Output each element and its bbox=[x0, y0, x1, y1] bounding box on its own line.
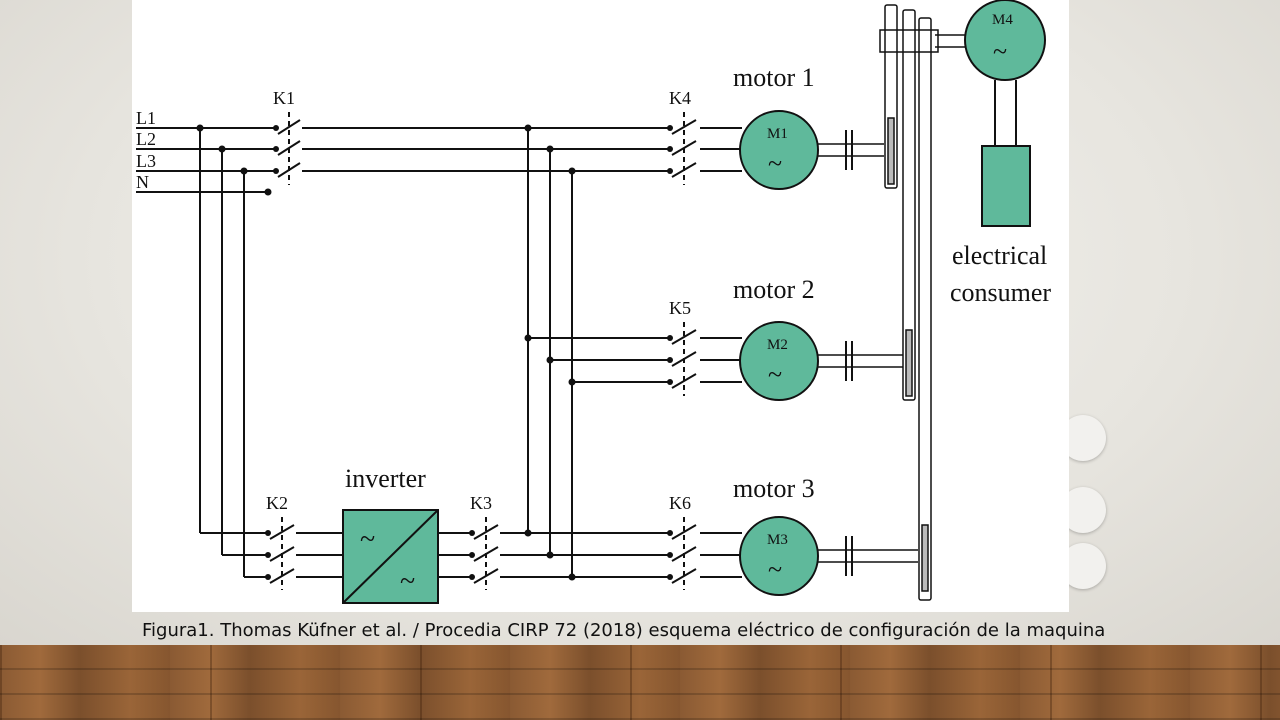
label-k6: K6 bbox=[669, 493, 691, 513]
motor-m4-tilde: ~ bbox=[993, 37, 1007, 66]
motor-m3-tilde: ~ bbox=[768, 555, 782, 584]
motor-m1-tilde: ~ bbox=[768, 149, 782, 178]
label-l3: L3 bbox=[136, 151, 156, 171]
motor-m3-label: M3 bbox=[767, 532, 788, 548]
label-k3: K3 bbox=[470, 493, 492, 513]
motor-m2: M2 ~ bbox=[739, 321, 819, 401]
motor-m1-label: M1 bbox=[767, 126, 788, 142]
circuit-diagram: L1 L2 L3 N K1 K4 K5 K6 K2 K3 motor 1 mot… bbox=[136, 0, 1051, 604]
motor-m4-label: M4 bbox=[992, 12, 1013, 28]
label-inverter: inverter bbox=[345, 464, 426, 493]
consumer-shaft bbox=[994, 80, 1017, 146]
label-l2: L2 bbox=[136, 129, 156, 149]
label-consumer-2: consumer bbox=[950, 278, 1051, 307]
motor-m3: M3 ~ bbox=[739, 516, 819, 596]
electrical-consumer-box bbox=[981, 145, 1031, 227]
label-motor-2: motor 2 bbox=[733, 275, 815, 304]
wires bbox=[136, 127, 742, 578]
motor-m4: M4 ~ bbox=[964, 0, 1046, 81]
diagram-panel: L1 L2 L3 N K1 K4 K5 K6 K2 K3 motor 1 mot… bbox=[132, 0, 1069, 612]
wood-floor-decoration bbox=[0, 645, 1280, 720]
inverter-tilde-out: ~ bbox=[400, 566, 415, 597]
pulleys-belts bbox=[879, 4, 939, 601]
shafts bbox=[818, 34, 965, 576]
label-k4: K4 bbox=[669, 88, 691, 108]
label-motor-3: motor 3 bbox=[733, 474, 815, 503]
junction-dots bbox=[196, 124, 673, 581]
motor-m1: M1 ~ bbox=[739, 110, 819, 190]
label-n: N bbox=[136, 172, 149, 192]
label-k2: K2 bbox=[266, 493, 288, 513]
label-motor-1: motor 1 bbox=[733, 63, 815, 92]
motor-m2-label: M2 bbox=[767, 337, 788, 353]
inverter-tilde-in: ~ bbox=[360, 524, 375, 555]
label-consumer-1: electrical bbox=[952, 241, 1047, 270]
figure-caption: Figura1. Thomas Küfner et al. / Procedia… bbox=[142, 620, 1106, 641]
label-l1: L1 bbox=[136, 108, 156, 128]
motor-m2-tilde: ~ bbox=[768, 360, 782, 389]
label-k5: K5 bbox=[669, 298, 691, 318]
inverter-box: ~ ~ bbox=[342, 509, 439, 604]
label-k1: K1 bbox=[273, 88, 295, 108]
switch-contacts bbox=[269, 112, 697, 590]
